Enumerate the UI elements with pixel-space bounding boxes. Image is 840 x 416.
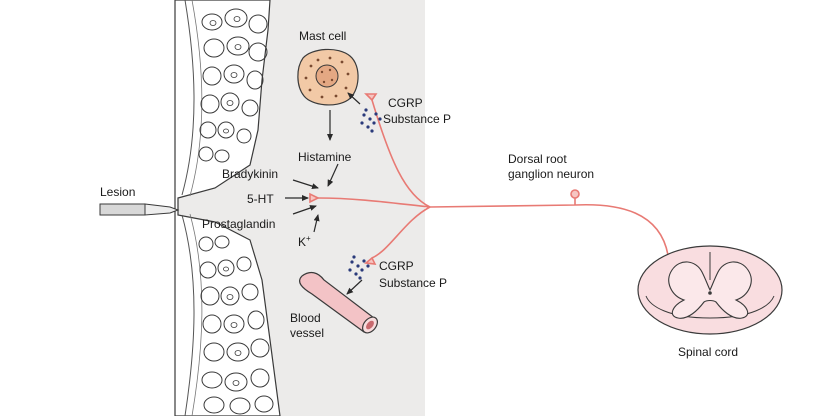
k-ion-label: K+ bbox=[298, 234, 311, 249]
neuropeptide-dots-top bbox=[360, 108, 382, 133]
arrow-k-ion bbox=[313, 214, 320, 233]
cgrp-top-label: CGRP bbox=[388, 96, 423, 110]
mast-cell-icon bbox=[297, 48, 359, 106]
bradykinin-label: Bradykinin bbox=[222, 167, 278, 181]
spinal-cord-label: Spinal cord bbox=[678, 345, 738, 359]
lesion-label: Lesion bbox=[100, 185, 135, 199]
substance-p-bottom-label: Substance P bbox=[379, 276, 447, 290]
five-ht-label: 5-HT bbox=[247, 192, 274, 206]
dorsal-root-label-line1: Dorsal root bbox=[508, 152, 567, 166]
substance-p-top-label: Substance P bbox=[383, 112, 451, 126]
skin-epithelium bbox=[174, 0, 281, 416]
cgrp-bottom-label: CGRP bbox=[379, 259, 414, 273]
blood-vessel-label-line2: vessel bbox=[290, 326, 324, 340]
arrow-bradykinin bbox=[292, 179, 319, 190]
arrow-histamine bbox=[327, 163, 339, 187]
arrow-substance-p-to-vessel bbox=[346, 279, 363, 295]
neuropeptide-dots-bottom bbox=[348, 255, 370, 280]
arrow-cgrp-to-mast-cell bbox=[347, 92, 361, 105]
blood-vessel-icon bbox=[299, 271, 378, 334]
signal-arrows bbox=[285, 92, 363, 295]
spinal-cord-icon bbox=[637, 245, 783, 335]
prostaglandin-label: Prostaglandin bbox=[202, 217, 275, 231]
dorsal-root-ganglion-neuron bbox=[309, 93, 674, 265]
dorsal-root-label-line2: ganglion neuron bbox=[508, 167, 594, 181]
arrow-prostaglandin bbox=[292, 205, 317, 215]
scalpel-icon bbox=[99, 203, 180, 216]
histamine-label: Histamine bbox=[298, 150, 352, 164]
blood-vessel-label-line1: Blood bbox=[290, 311, 321, 325]
mast-cell-label: Mast cell bbox=[299, 29, 346, 43]
